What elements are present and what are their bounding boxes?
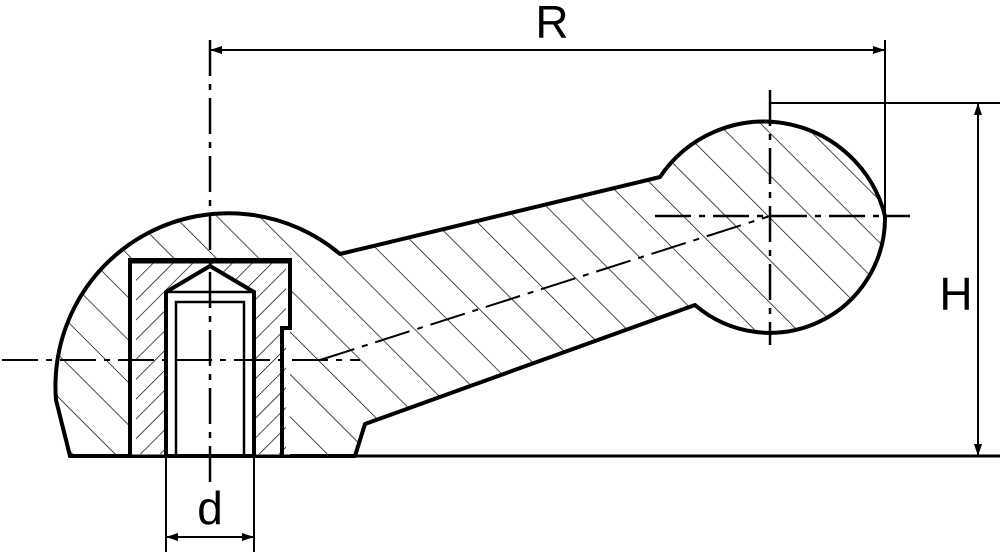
r-dimension-label: R: [535, 0, 568, 48]
h-dimension-label: H: [939, 268, 972, 320]
threaded-insert-outline: [128, 258, 292, 456]
d-dimension-label: d: [197, 482, 223, 534]
arm-centerline: [319, 215, 771, 361]
